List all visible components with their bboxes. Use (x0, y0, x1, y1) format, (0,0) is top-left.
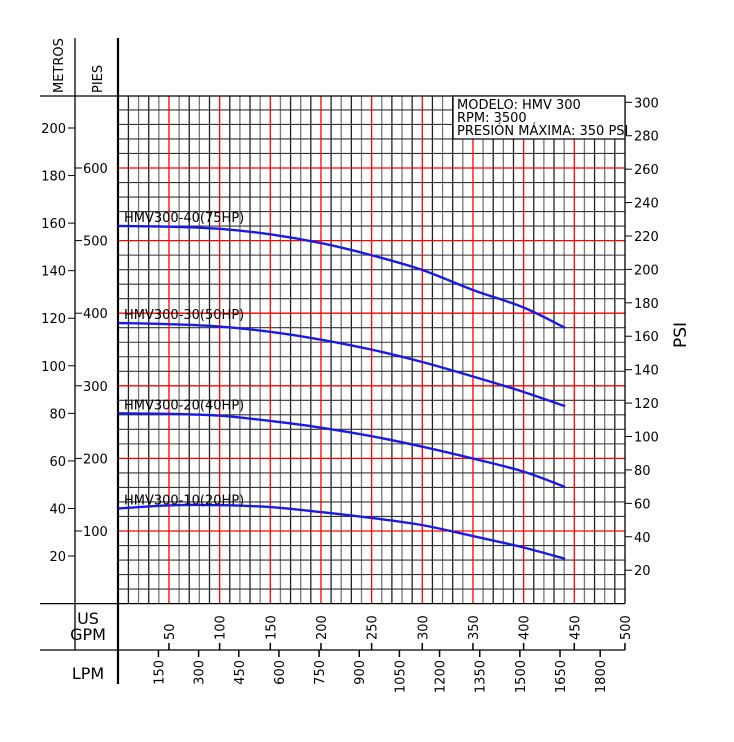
metros-tick-label: 200 (41, 122, 66, 137)
gpm-tick-label: 250 (366, 615, 381, 640)
pies-tick-label: 600 (83, 162, 108, 177)
pump-curve-label: HMV300-20(40HP) (124, 398, 244, 413)
gpm-tick-label: 100 (214, 615, 229, 640)
gpm-tick-label: 300 (416, 615, 431, 640)
gpm-tick-label: 200 (315, 615, 330, 640)
psi-tick-label: 80 (634, 464, 651, 479)
pies-tick-label: 400 (83, 307, 108, 322)
psi-tick-label: 20 (634, 564, 651, 579)
pump-curve-label: HMV300-40(75HP) (124, 211, 244, 226)
psi-tick-label: 60 (634, 497, 651, 512)
gpm-tick-label: 50 (163, 623, 178, 640)
pies-tick-label: 100 (83, 525, 108, 540)
metros-tick-label: 100 (41, 360, 66, 375)
pies-tick-label: 200 (83, 452, 108, 467)
info-box (452, 95, 626, 140)
gpm-axis-label-us: US (77, 609, 99, 628)
psi-tick-label: 300 (634, 96, 659, 111)
metros-tick-label: 120 (41, 312, 66, 327)
pump-curve-4 (118, 503, 566, 561)
pump-curve-3 (118, 412, 566, 489)
psi-tick-label: 120 (634, 397, 659, 412)
lpm-tick-label: 1050 (393, 660, 408, 693)
metros-tick-label: 180 (41, 170, 66, 185)
gpm-tick-label: 150 (264, 615, 279, 640)
psi-tick-label: 40 (634, 531, 651, 546)
psi-tick-label: 260 (634, 163, 659, 178)
pies-tick-label: 300 (83, 380, 108, 395)
gpm-tick-label: 500 (619, 615, 634, 640)
pump-curve-label: HMV300-10(20HP) (124, 493, 244, 508)
lpm-axis-label: LPM (72, 664, 104, 683)
psi-tick-label: 180 (634, 297, 659, 312)
metros-tick-label: 160 (41, 217, 66, 232)
axis-ticks: 20 40 60 80 100 120 140 160 180 200 100 200 300 400 50… (41, 96, 659, 693)
psi-tick-label: 100 (634, 431, 659, 446)
lpm-tick-label: 150 (152, 660, 167, 685)
axes-frame (40, 38, 626, 684)
lpm-tick-label: 1650 (554, 660, 569, 693)
psi-tick-label: 280 (634, 130, 659, 145)
psi-axis-label: PSI (671, 322, 691, 348)
info-max-pressure: PRESIÓN MÁXIMA: 350 PSI (457, 123, 628, 139)
pump-curve-1 (118, 224, 566, 330)
info-rpm: RPM: 3500 (457, 111, 527, 126)
psi-tick-label: 160 (634, 330, 659, 345)
grid (118, 96, 625, 604)
lpm-tick-label: 600 (273, 660, 288, 685)
curves: HMV300-40(75HP) HMV300-30(50HP) HMV300-20(… (118, 211, 566, 561)
lpm-tick-label: 1350 (474, 660, 489, 693)
metros-tick-label: 60 (49, 455, 66, 470)
lpm-tick-label: 1200 (434, 660, 449, 693)
lpm-tick-label: 1500 (514, 660, 529, 693)
info-model: MODELO: HMV 300 (457, 98, 581, 113)
lpm-tick-label: 750 (313, 660, 328, 685)
psi-tick-label: 140 (634, 364, 659, 379)
metros-tick-label: 40 (49, 502, 66, 517)
lpm-tick-label: 300 (193, 660, 208, 685)
metros-tick-label: 140 (41, 265, 66, 280)
psi-tick-label: 240 (634, 197, 659, 212)
gpm-tick-label: 450 (568, 615, 583, 640)
lpm-tick-label: 900 (353, 660, 368, 685)
lpm-tick-label: 450 (233, 660, 248, 685)
lpm-tick-label: 1800 (594, 660, 609, 693)
pump-curve-2 (118, 321, 566, 408)
gpm-axis-label-gpm: GPM (70, 625, 106, 644)
gpm-tick-label: 350 (467, 615, 482, 640)
psi-tick-label: 200 (634, 263, 659, 278)
pies-tick-label: 500 (83, 235, 108, 250)
pump-curve-label: HMV300-30(50HP) (124, 308, 244, 323)
metros-tick-label: 80 (49, 407, 66, 422)
psi-tick-label: 220 (634, 230, 659, 245)
gpm-tick-label: 400 (518, 615, 533, 640)
metros-axis-label: METROS (52, 38, 67, 93)
metros-tick-label: 20 (49, 550, 66, 565)
pies-axis-label: PIES (91, 65, 106, 93)
